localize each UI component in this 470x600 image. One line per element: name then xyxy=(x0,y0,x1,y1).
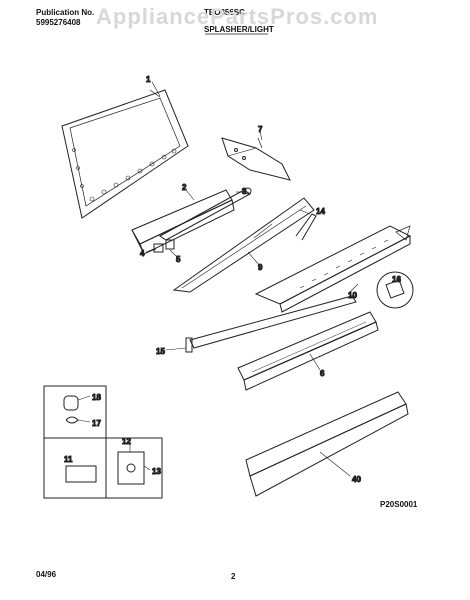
section-title: SPLASHER/LIGHT xyxy=(204,25,274,34)
callout-16: 16 xyxy=(392,275,401,284)
part-side-bracket xyxy=(221,137,291,181)
drawing-code: P20S0001 xyxy=(380,500,418,509)
part-front-trim xyxy=(254,225,412,313)
publication-number: 5995276408 xyxy=(36,18,81,27)
part-fluorescent-tube xyxy=(159,187,252,241)
publication-label: Publication No. xyxy=(36,8,95,17)
part-lamp-holders xyxy=(147,239,175,253)
callout-2: 2 xyxy=(182,183,187,192)
callout-13: 13 xyxy=(152,467,161,476)
callout-12: 12 xyxy=(122,437,131,446)
callout-15: 15 xyxy=(156,347,165,356)
part-splasher-back-panel xyxy=(61,89,189,219)
callout-17: 17 xyxy=(92,419,101,428)
callout-1: 1 xyxy=(146,75,151,84)
watermark: AppliancePartsPros.com xyxy=(96,4,379,29)
callout-7: 7 xyxy=(258,125,263,134)
callout-10: 10 xyxy=(348,291,357,300)
callout-6: 6 xyxy=(320,369,325,378)
leader-lines xyxy=(77,81,359,477)
part-lens-clip xyxy=(295,213,317,241)
callout-3: 3 xyxy=(242,187,247,196)
part-support-rail xyxy=(185,295,357,353)
callout-4: 4 xyxy=(140,249,145,258)
footer-page-number: 2 xyxy=(231,572,236,581)
part-ballast-inset xyxy=(43,437,163,499)
part-lower-channel xyxy=(237,311,379,391)
model-number: TEO356SC xyxy=(204,8,245,17)
callout-9: 9 xyxy=(258,263,263,272)
part-lower-trim-strip xyxy=(245,391,409,497)
callout-11: 11 xyxy=(64,455,73,464)
footer-date: 04/96 xyxy=(36,570,57,579)
part-glass-lens xyxy=(172,197,315,293)
callout-18: 18 xyxy=(92,393,101,402)
callout-40: 40 xyxy=(352,475,361,484)
part-switch xyxy=(376,271,414,309)
part-lamp-channel xyxy=(131,189,235,255)
callout-5: 5 xyxy=(176,255,181,264)
callout-14: 14 xyxy=(316,207,325,216)
callout-labels: 1 7 2 3 14 4 5 9 16 10 15 6 18 17 12 11 … xyxy=(64,75,402,485)
